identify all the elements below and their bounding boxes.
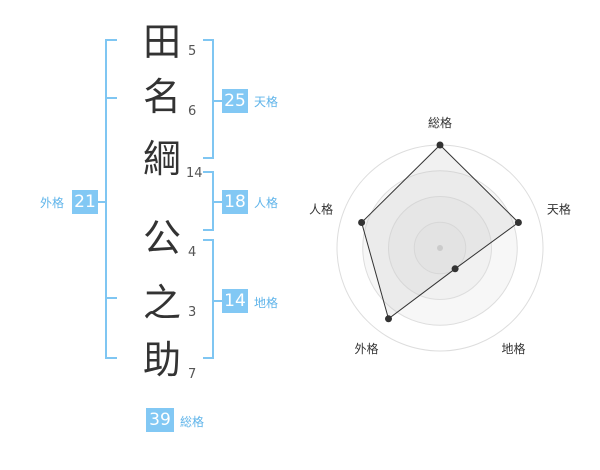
stroke-count-6: 7 [188, 367, 197, 382]
name-char-1: 田 [142, 20, 181, 64]
chikaku-value: 14 [222, 289, 248, 313]
stroke-count-5: 3 [188, 305, 197, 320]
tenkaku-label: 天格 [254, 95, 279, 109]
radar-axis-label-5: 人格 [309, 201, 333, 216]
stroke-count-1: 5 [188, 44, 197, 59]
name-char-6: 助 [142, 338, 181, 382]
radar-center-dot [437, 245, 443, 251]
tenkaku-value: 25 [222, 89, 248, 113]
jinkaku-value: 18 [222, 190, 248, 214]
radar-point-2 [514, 219, 522, 226]
chikaku-bracket [203, 239, 214, 359]
name-char-4: 公 [142, 216, 181, 260]
jinkaku-label: 人格 [254, 196, 279, 210]
gaikaku-value: 21 [72, 190, 98, 214]
stroke-count-3: 14 [186, 166, 203, 181]
radar-series-polygon [361, 144, 520, 320]
radar-axis-label-3: 地格 [501, 341, 525, 356]
soukaku-value: 39 [146, 408, 174, 432]
radar-axis-label-2: 天格 [547, 201, 571, 216]
radar-point-4 [385, 315, 392, 323]
radar-point-1 [436, 141, 444, 149]
chikaku-label: 地格 [254, 296, 279, 310]
tenkaku-bracket [203, 39, 214, 159]
gaikaku-label: 外格 [40, 196, 65, 210]
stroke-count-4: 4 [188, 245, 197, 260]
radar-axis-label-4: 外格 [354, 341, 378, 356]
name-char-2: 名 [142, 75, 181, 119]
stroke-count-2: 6 [188, 104, 197, 119]
soukaku-label: 総格 [180, 415, 205, 429]
radar-point-3 [451, 265, 459, 273]
gaikaku-bracket [105, 39, 117, 359]
radar-point-5 [358, 219, 366, 226]
name-char-5: 之 [142, 281, 181, 325]
name-char-3: 綱 [142, 137, 181, 181]
radar-axis-label-1: 総格 [428, 115, 452, 130]
